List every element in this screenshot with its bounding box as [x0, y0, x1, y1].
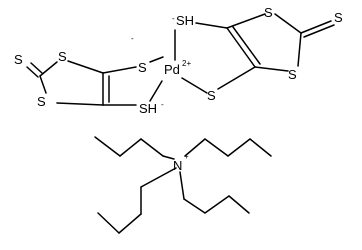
- bond: [118, 213, 142, 234]
- bond: [140, 167, 177, 188]
- bond: [226, 27, 256, 68]
- bond: [94, 136, 121, 157]
- charge-label: -: [131, 34, 134, 43]
- charge-label: +: [184, 152, 189, 161]
- bond: [226, 13, 266, 29]
- left-ligand: [26, 60, 137, 106]
- charge-label: -: [161, 100, 164, 109]
- bond: [249, 138, 272, 157]
- atom-label: SH: [176, 13, 194, 28]
- bond: [102, 66, 137, 74]
- tetrabutylammonium: [94, 136, 272, 234]
- bond: [254, 66, 289, 72]
- atom-label: S: [37, 94, 46, 109]
- bond: [179, 171, 185, 200]
- bond: [303, 24, 335, 38]
- atom-label: SH: [139, 101, 157, 116]
- bond: [217, 66, 256, 90]
- bond: [227, 138, 251, 157]
- atom-label: N: [173, 158, 182, 173]
- right-ligand: [195, 13, 335, 90]
- charge-label: -: [172, 14, 175, 23]
- bond: [195, 22, 228, 29]
- bond: [30, 62, 43, 74]
- atom-label: S: [207, 88, 216, 103]
- bond: [39, 61, 58, 77]
- bond: [204, 138, 229, 157]
- bond: [300, 20, 332, 34]
- bond: [56, 102, 104, 106]
- atom-label: S: [264, 5, 273, 20]
- pd-bonds: [149, 29, 208, 102]
- bond: [274, 13, 302, 34]
- atom-label: S: [334, 10, 343, 25]
- bond: [149, 80, 163, 102]
- charge-label: 2+: [182, 59, 191, 68]
- atom-label: S: [138, 60, 147, 75]
- bond: [39, 75, 47, 94]
- bond: [149, 56, 164, 63]
- bond: [140, 138, 164, 157]
- atom-labels: S S S S - SH - Pd 2+ - SH S S S S N +: [14, 5, 343, 173]
- bond: [183, 198, 206, 214]
- bond: [67, 60, 104, 74]
- atom-label: Pd: [164, 62, 180, 77]
- bond: [297, 32, 302, 67]
- atom-label: S: [288, 67, 297, 82]
- bond: [26, 66, 39, 78]
- bond: [97, 212, 120, 234]
- bond: [181, 77, 208, 94]
- bond: [232, 26, 261, 65]
- atom-label: S: [14, 52, 23, 67]
- atom-label: S: [58, 49, 67, 64]
- bond: [184, 138, 206, 157]
- bond: [162, 155, 175, 160]
- bond: [119, 138, 142, 157]
- bond: [204, 195, 230, 214]
- bond: [228, 195, 250, 214]
